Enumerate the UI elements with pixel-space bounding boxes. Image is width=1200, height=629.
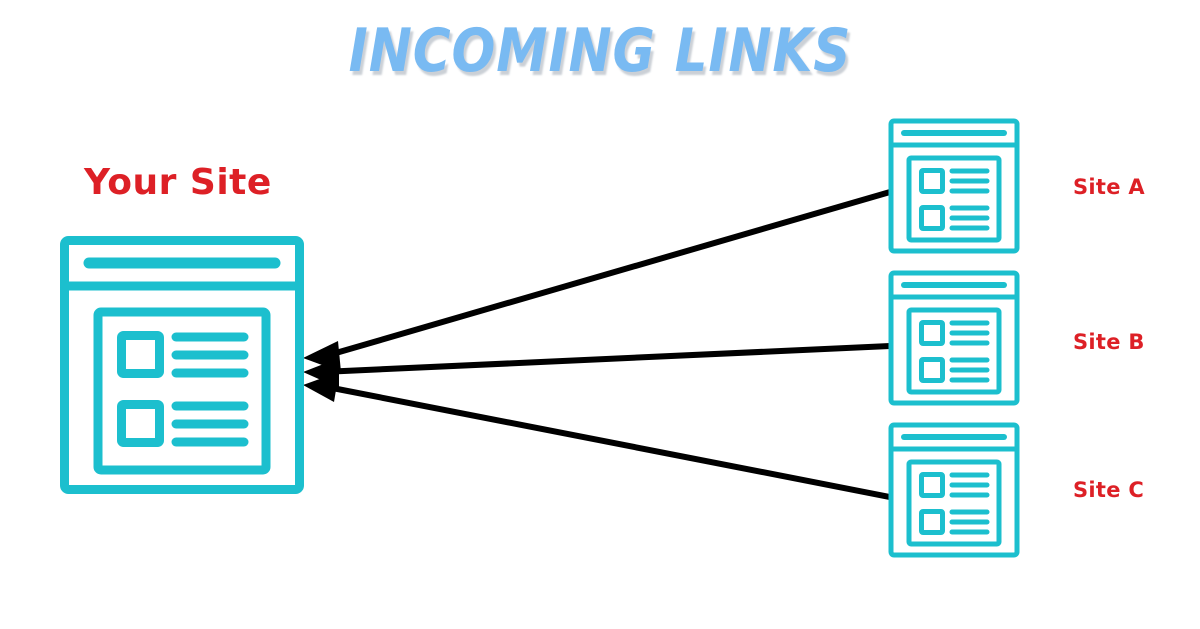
connector-site-a bbox=[303, 189, 891, 372]
connector-site-c bbox=[303, 372, 891, 500]
browser-window-icon-site-c bbox=[888, 422, 1020, 558]
browser-window-icon-site-a bbox=[888, 118, 1020, 254]
site-a-label: Site A bbox=[1073, 175, 1145, 199]
your-site-label: Your Site bbox=[84, 162, 272, 203]
browser-window-icon-your-site bbox=[60, 236, 304, 494]
page-title: INCOMING LINKS bbox=[348, 16, 852, 86]
browser-window-icon-site-b bbox=[888, 270, 1020, 406]
site-c-label: Site C bbox=[1073, 478, 1145, 502]
connector-site-b bbox=[303, 343, 891, 388]
site-b-label: Site B bbox=[1073, 330, 1145, 354]
